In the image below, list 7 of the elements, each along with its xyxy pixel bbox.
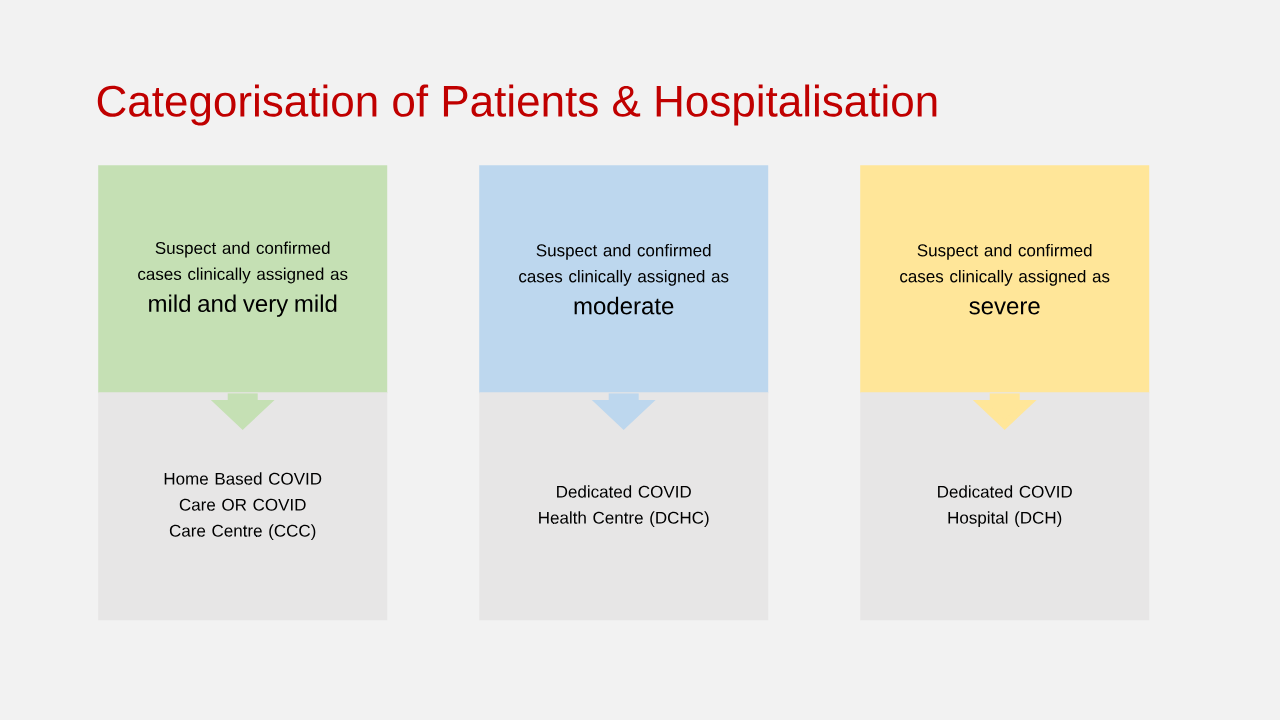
category-box: Suspect and confirmed cases clinically assigned as mild and very mild <box>98 165 388 394</box>
category-box: Suspect and confirmed cases clinically assigned as moderate <box>479 165 769 394</box>
destination-box: Dedicated COVID Hospital (DCH) <box>860 392 1150 621</box>
destination-box: Home Based COVID Care OR COVID Care Centre (CCC) <box>98 392 388 621</box>
destination-box: Dedicated COVID Health Centre (DCHC) <box>479 392 769 621</box>
title: Categorisation of Patients & Hospitalisation <box>97 84 937 126</box>
category-box: Suspect and confirmed cases clinically assigned as severe <box>860 165 1150 394</box>
